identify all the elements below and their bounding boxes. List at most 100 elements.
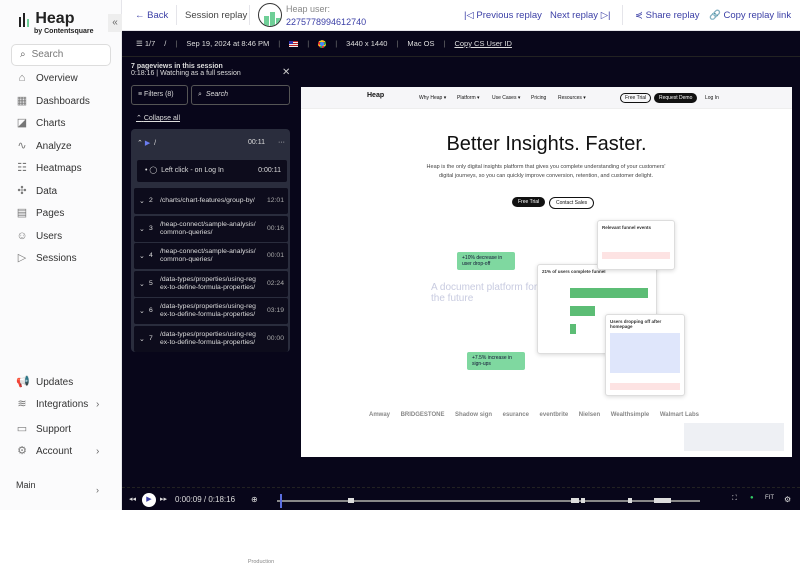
label: Next replay xyxy=(550,10,599,21)
site-widget xyxy=(684,423,784,451)
pageview-number: 5 xyxy=(149,279,153,287)
site-nav: Heap Why Heap ▾ Platform ▾ Use Cases ▾ P… xyxy=(301,87,792,109)
replay-card-title: Users dropping off after homepage xyxy=(610,319,662,329)
pageview-current[interactable]: ⌃ ▶ /00:11··· xyxy=(137,139,285,147)
back-button[interactable]: ← Back xyxy=(135,10,169,21)
badge-dropoff: +10% decrease in user drop-off xyxy=(457,252,515,270)
pageview-number: 4 xyxy=(149,252,153,259)
skip-back-icon: |◁ xyxy=(464,10,474,21)
pageview-row[interactable]: ⌄4/heap-connect/sample-analysis/ common-… xyxy=(134,243,288,269)
settings-icon[interactable]: ⚙ xyxy=(784,495,792,504)
event-label: Left click - on Log In xyxy=(161,167,224,174)
logo: Shadow sign xyxy=(455,412,493,418)
replay-viewport[interactable]: Heap Why Heap ▾ Platform ▾ Use Cases ▾ P… xyxy=(301,87,792,457)
us-flag-icon xyxy=(289,40,299,47)
sidebar-item-overview[interactable]: ⌂Overview xyxy=(16,72,78,84)
pageview-number: 3 xyxy=(149,224,153,232)
sidebar-item-charts[interactable]: ◪Charts xyxy=(16,117,66,129)
sidebar-item-users[interactable]: ☺Users xyxy=(16,230,62,242)
previous-replay-button[interactable]: |◁ Previous replay xyxy=(464,10,542,21)
play-button[interactable]: ▶ xyxy=(142,493,156,507)
user-id-link[interactable]: 2275778994612740 xyxy=(286,17,367,27)
pageview-time: 00:00 xyxy=(266,334,284,342)
sidebar-item-data[interactable]: ✣Data xyxy=(16,185,57,197)
collapse-sidebar-button[interactable]: « xyxy=(108,14,122,32)
placeholder: Search xyxy=(205,91,228,98)
label: Sessions xyxy=(36,252,77,264)
copy-cs-user-id-link[interactable]: Copy CS User ID xyxy=(454,39,512,48)
gear-icon: ⚙ xyxy=(17,445,27,457)
pages-icon: ▤ xyxy=(16,207,28,219)
logo: Walmart Labs xyxy=(659,412,699,418)
pageview-time: 02:24 xyxy=(266,279,284,287)
search-input[interactable]: ⌕Search xyxy=(11,44,111,66)
close-icon[interactable]: ✕ xyxy=(282,67,291,78)
sidebar-item-analyze[interactable]: ∿Analyze xyxy=(16,140,72,152)
sidebar-item-integrations[interactable]: ≋Integrations› xyxy=(16,398,106,410)
divider xyxy=(622,5,623,25)
pageview-path: /heap-connect/sample-analysis/ common-qu… xyxy=(160,248,256,263)
chevron-right-icon: › xyxy=(96,485,99,495)
heap-logo[interactable]: Heap by Contentsquare xyxy=(18,10,94,35)
label: Account xyxy=(36,445,73,457)
fast-forward-icon[interactable]: ▸▸ xyxy=(160,496,168,503)
share-icon: ⋞ xyxy=(635,10,643,21)
pageview-path: / xyxy=(154,140,157,147)
site-cta-contact: Contact Sales xyxy=(549,197,595,209)
fullscreen-icon[interactable]: ⛶ xyxy=(732,495,737,502)
fit-button[interactable]: FIT xyxy=(765,495,774,501)
playhead[interactable] xyxy=(280,494,283,508)
pageview-row[interactable]: ⌄5/data-types/properties/using-reg ex-to… xyxy=(134,270,288,297)
divider: | xyxy=(335,39,338,48)
rewind-icon[interactable]: ◂◂ xyxy=(129,496,137,503)
timeline-scrubber[interactable] xyxy=(277,494,700,508)
replay-card: Users dropping off after homepage xyxy=(605,314,685,396)
sidebar-item-pages[interactable]: ▤Pages xyxy=(16,207,65,219)
divider xyxy=(249,5,250,25)
chevron-down-icon: ⌄ xyxy=(139,280,145,288)
sidebar-item-updates[interactable]: 📢Updates xyxy=(16,376,73,388)
copy-replay-link-button[interactable]: 🔗 Copy replay link xyxy=(709,10,791,21)
activity-segment xyxy=(571,498,579,503)
sidebar-item-sessions[interactable]: ▷Sessions xyxy=(16,252,77,264)
divider: | xyxy=(396,39,399,48)
session-info-bar: ☰ 1/7 / | Sep 19, 2024 at 8:46 PM | | | … xyxy=(122,31,800,57)
label: Heatmaps xyxy=(36,162,82,174)
next-replay-button[interactable]: Next replay ▷| xyxy=(550,10,610,21)
sidebar-item-account[interactable]: ⚙Account› xyxy=(16,445,106,457)
pageview-row[interactable]: ⌄7/data-types/properties/using-reg ex-to… xyxy=(134,325,288,352)
pageview-row[interactable]: ⌄3/heap-connect/sample-analysis/ common-… xyxy=(134,215,288,242)
label: Analyze xyxy=(36,140,72,152)
label: Charts xyxy=(36,117,66,129)
share-replay-button[interactable]: ⋞ Share replay xyxy=(635,10,699,21)
label: Users xyxy=(36,230,63,242)
panel-heading: 7 pageviews in this session xyxy=(131,63,223,70)
pageview-search-input[interactable]: ⌕ Search xyxy=(191,85,290,105)
sidebar-item-dashboards[interactable]: ▦Dashboards xyxy=(16,95,90,107)
chevron-down-icon: ⌄ xyxy=(139,225,145,233)
avatar xyxy=(258,3,282,27)
sidebar-item-heatmaps[interactable]: ☷Heatmaps xyxy=(16,162,82,174)
sidebar-item-support[interactable]: ▭Support xyxy=(16,423,71,435)
pageview-row[interactable]: ⌄6/data-types/properties/using-reg ex-to… xyxy=(134,298,288,324)
pageviews-toggle[interactable]: ☰ 1/7 xyxy=(136,39,155,48)
zoom-icon[interactable]: ⊕ xyxy=(251,495,258,504)
site-nav-item: Pricing xyxy=(531,95,547,101)
more-icon[interactable]: ··· xyxy=(278,139,285,146)
panel-subheading: 0:18:16 | Watching as a full session xyxy=(131,70,241,77)
events-title: Relevant funnel events xyxy=(602,225,652,230)
pageview-path: /charts/chart-features/group-by/ xyxy=(160,197,255,204)
pageview-count: 1/7 xyxy=(144,39,156,48)
pageview-row[interactable]: ⌄2/charts/chart-features/group-by/12:01 xyxy=(134,188,288,214)
filters-button[interactable]: ≡ Filters (8) xyxy=(131,85,188,105)
chevron-down-icon: ⌄ xyxy=(139,308,145,315)
top-bar: ← Back Session replay Heap user: 2275778… xyxy=(122,0,800,31)
events-card: Relevant funnel events xyxy=(597,220,675,270)
pageview-time: 00:16 xyxy=(266,224,284,232)
label: Copy replay link xyxy=(723,10,792,21)
collapse-all-link[interactable]: ⌃ Collapse all xyxy=(136,114,180,122)
site-request-demo: Request Demo xyxy=(654,93,698,103)
